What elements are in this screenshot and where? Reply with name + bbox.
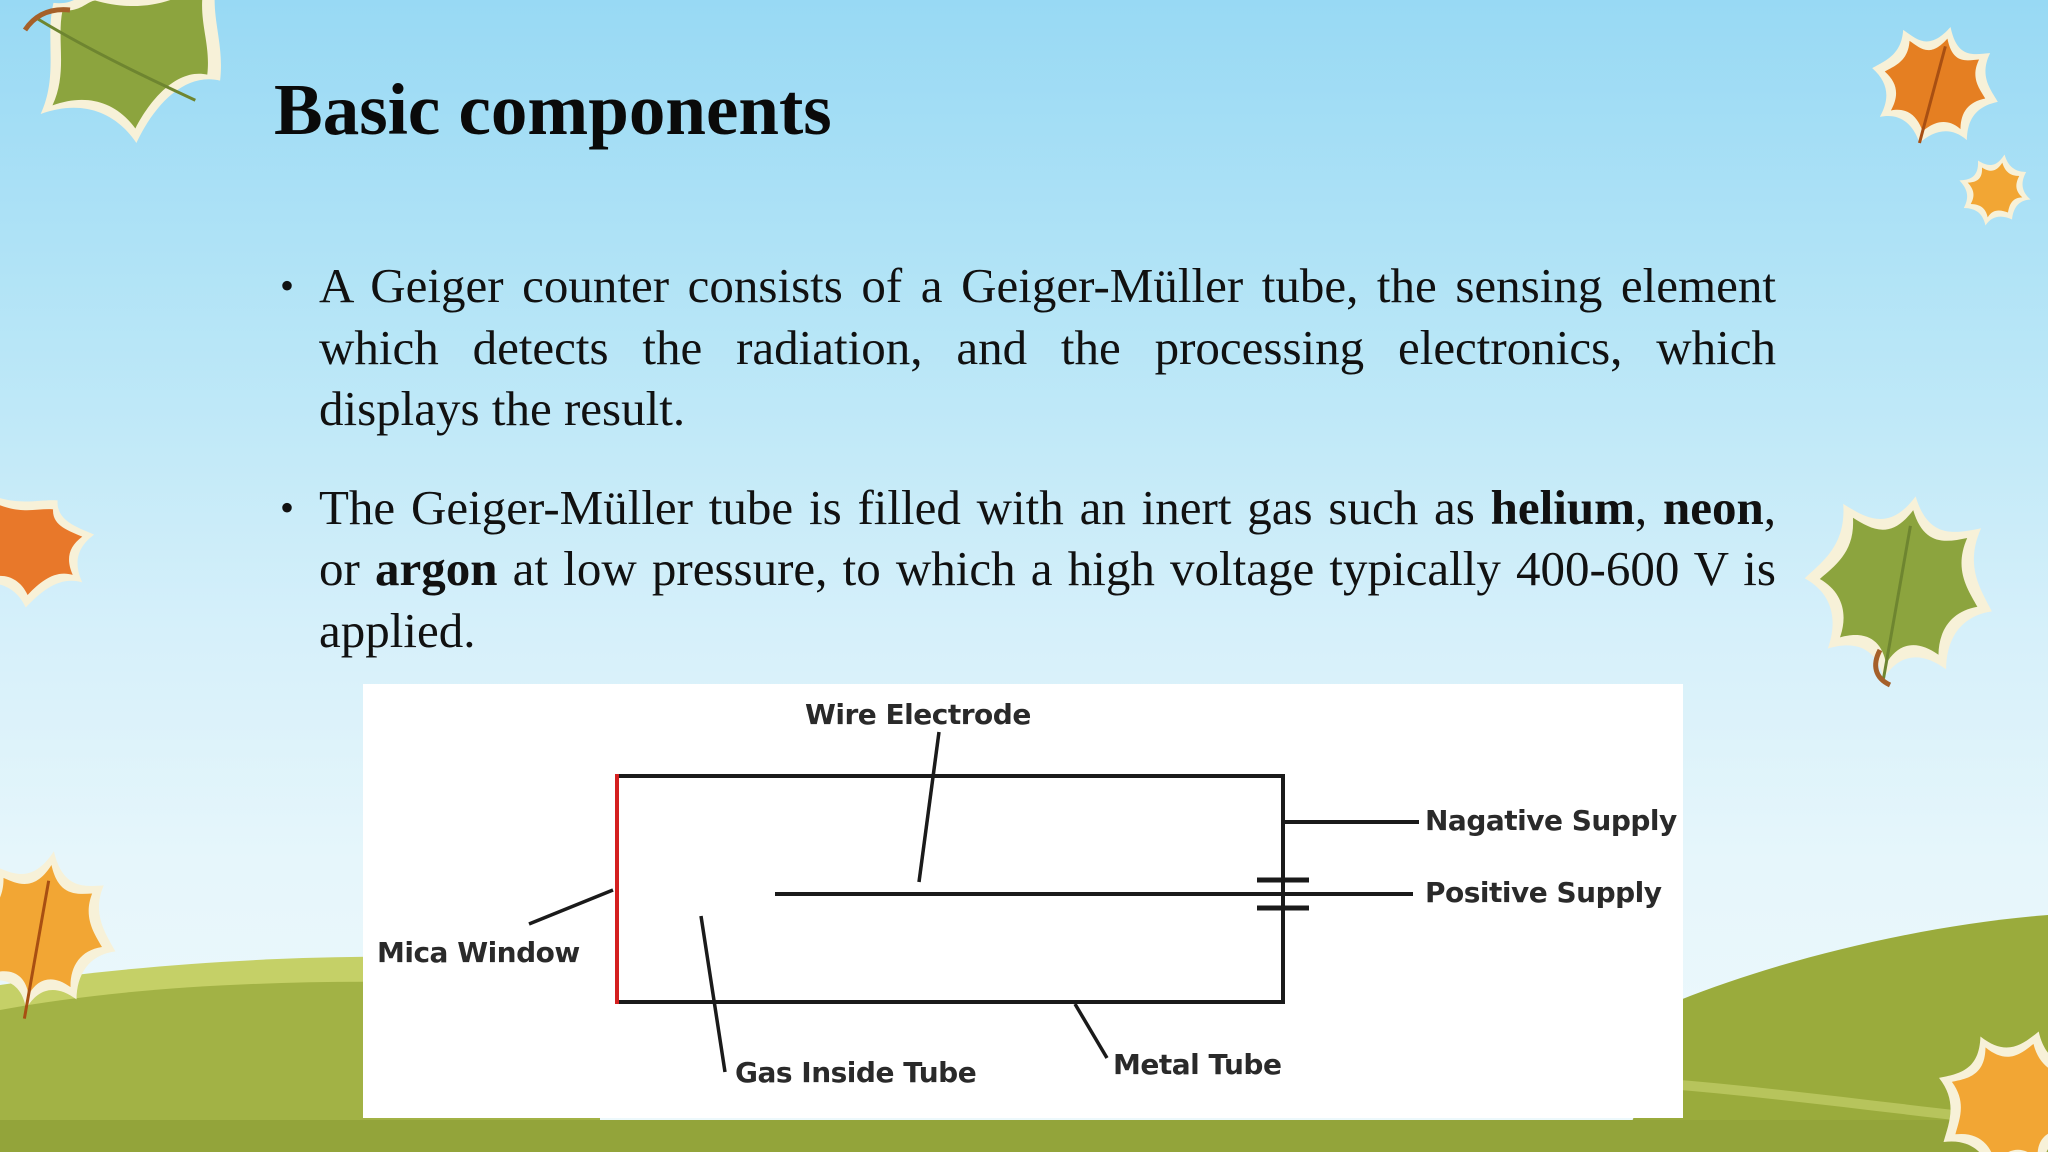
label-negative-supply: Nagative Supply	[1425, 804, 1677, 837]
leaf-orange-top-right	[1872, 27, 1998, 144]
bullet-list: • A Geiger counter consists of a Geiger-M…	[280, 255, 1776, 698]
label-positive-supply: Positive Supply	[1425, 876, 1662, 909]
leader-metal-tube	[1073, 1003, 1109, 1059]
metal-tube-outline	[617, 774, 1285, 1004]
bullet-item: • The Geiger-Müller tube is filled with a…	[280, 477, 1776, 662]
leader-mica-window	[528, 888, 614, 926]
leader-gas-inside-tube	[699, 915, 727, 1073]
label-wire-electrode: Wire Electrode	[805, 698, 1031, 731]
leaf-green-mid-right	[1804, 496, 1992, 679]
bold-term-neon: neon	[1662, 479, 1764, 535]
leaf-yellow-small-right	[1959, 154, 2031, 226]
bullet-text-part: , or	[319, 479, 1776, 597]
bullet-text-part: ,	[1634, 479, 1663, 535]
label-mica-window: Mica Window	[377, 936, 580, 969]
diagram-drawing	[528, 731, 1419, 1073]
leaf-green-top-left	[37, 0, 221, 143]
bullet-text-part: The Geiger-Müller tube is filled with an…	[319, 479, 1491, 535]
bullet-dot: •	[280, 484, 295, 530]
leaf-yellow-bottom-left	[0, 851, 116, 1019]
bold-term-helium: helium	[1490, 479, 1635, 535]
label-metal-tube: Metal Tube	[1113, 1048, 1282, 1081]
slide-title: Basic components	[274, 69, 832, 150]
leaf-yellow-bottom-right	[1939, 1031, 2048, 1152]
label-gas-inside-tube: Gas Inside Tube	[735, 1056, 977, 1089]
bold-term-argon: argon	[375, 541, 498, 596]
geiger-tube-diagram: Wire Electrode Nagative Supply Positive …	[363, 684, 1683, 1118]
bullet-item: • A Geiger counter consists of a Geiger-M…	[280, 255, 1776, 440]
leaf-orange-mid-left	[0, 492, 95, 608]
leaf-stem-top-left	[22, 7, 71, 32]
ground-strip	[0, 1120, 2048, 1152]
leader-wire-electrode	[917, 731, 941, 883]
bullet-text: A Geiger counter consists of a Geiger-Mü…	[319, 258, 1776, 436]
leaf-stem-mid-right	[1873, 648, 1892, 688]
bullet-dot: •	[280, 263, 295, 308]
bullet-text-part: at low pressure, to which a high voltage…	[319, 541, 1776, 658]
